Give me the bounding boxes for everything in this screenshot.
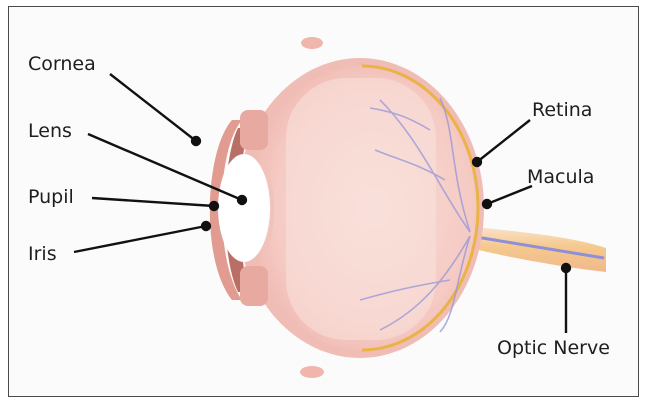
iris-leader	[74, 226, 206, 252]
lens-dot	[238, 196, 246, 204]
macula-leader	[487, 186, 532, 204]
label-lens: Lens	[28, 120, 72, 142]
lower-muscle-tab	[300, 366, 324, 378]
label-optic-nerve: Optic Nerve	[497, 337, 610, 359]
optic-nerve-shape	[468, 226, 606, 272]
retina-dot	[473, 158, 481, 166]
label-iris: Iris	[28, 243, 57, 265]
retina-leader	[477, 120, 530, 162]
upper-muscle-tab	[301, 37, 323, 49]
label-retina: Retina	[532, 99, 592, 121]
pupil-leader	[92, 198, 214, 206]
ciliary-upper	[240, 110, 268, 150]
macula-dot	[483, 200, 491, 208]
ciliary-lower	[240, 266, 268, 306]
pupil-dot	[210, 202, 218, 210]
vitreous-light	[286, 78, 436, 340]
cornea-dot	[192, 137, 200, 145]
label-pupil: Pupil	[28, 186, 74, 208]
label-macula: Macula	[527, 166, 594, 188]
optic-nerve-dot	[562, 264, 570, 272]
label-cornea: Cornea	[28, 53, 96, 75]
cornea-leader	[110, 74, 196, 141]
iris-dot	[202, 222, 210, 230]
lens-shape	[218, 154, 270, 262]
